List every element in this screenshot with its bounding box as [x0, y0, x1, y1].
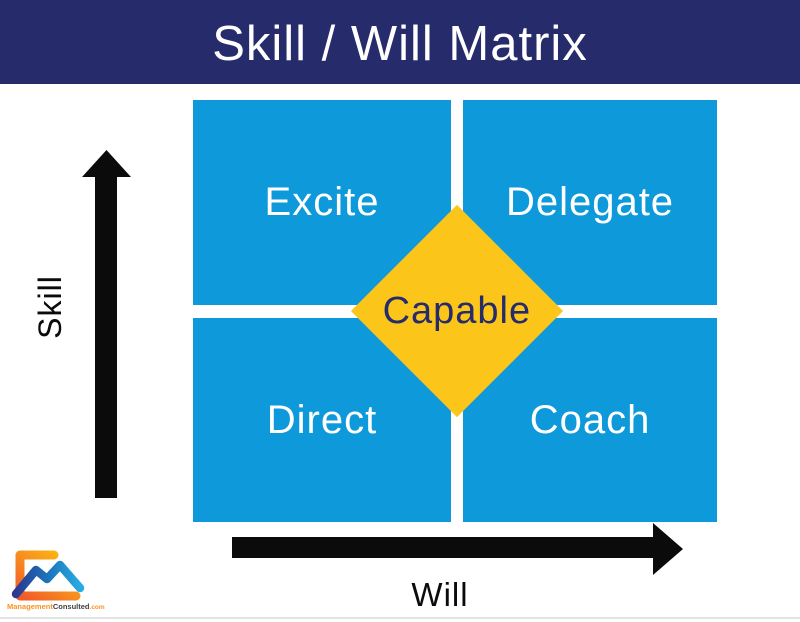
- quadrant-label-excite: Excite: [264, 180, 380, 224]
- header-banner: Skill / Will Matrix: [0, 0, 800, 84]
- will-axis-label: Will: [411, 576, 469, 613]
- management-consulted-logo: ManagementConsulted.com: [6, 546, 116, 611]
- logo-text-tld: .com: [89, 604, 105, 611]
- will-axis-arrow-icon: [232, 523, 683, 575]
- logo-wordmark: ManagementConsulted.com: [7, 603, 117, 612]
- skill-axis-arrow-icon: [82, 150, 131, 498]
- quadrant-label-direct: Direct: [266, 397, 378, 442]
- logo-chart-icon: [11, 550, 85, 601]
- page-title: Skill / Will Matrix: [212, 17, 588, 71]
- quadrant-label-coach: Coach: [529, 397, 651, 442]
- logo-text-consulted: Consulted: [52, 602, 90, 611]
- center-diamond-label: Capable: [382, 289, 532, 332]
- quadrant-bottom-left: Direct: [193, 318, 451, 522]
- quadrant-label-delegate: Delegate: [505, 180, 675, 224]
- skill-axis-label: Skill: [31, 275, 68, 339]
- logo-text-management: Management: [7, 602, 53, 611]
- quadrant-top-left: Excite: [193, 100, 451, 305]
- bottom-divider: [0, 617, 800, 619]
